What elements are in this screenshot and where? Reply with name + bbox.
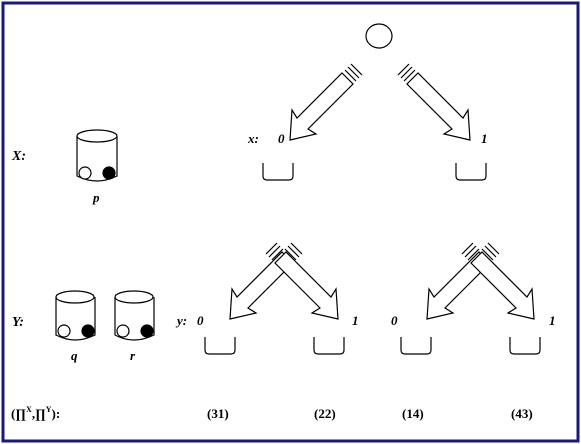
urn-r [114, 290, 155, 341]
white-ball-icon [116, 324, 130, 338]
leaf-basket-4-icon [509, 336, 541, 355]
black-ball-icon [140, 324, 154, 338]
x-node-prefix: x: [247, 131, 259, 146]
urn-label-p: p [92, 190, 100, 205]
row-label-x: X: [11, 149, 26, 164]
payoff-row-label: (∏X,∏Y): [11, 405, 60, 421]
payoff-leaf-2: (22) [314, 406, 336, 421]
leaf-basket-1-icon [204, 336, 236, 355]
x-left-basket-icon [262, 162, 294, 181]
y-left-subtree-right-arrow-icon [265, 242, 339, 320]
urn-label-q: q [71, 348, 78, 363]
urn-label-r: r [130, 348, 136, 363]
y-left-subtree-right-choice: 1 [352, 313, 359, 328]
root-node-icon [365, 23, 393, 49]
payoff-leaf-1: (31) [207, 406, 229, 421]
y-right-subtree-left-choice: 0 [391, 313, 398, 328]
black-ball-icon [81, 324, 95, 338]
payoff-leaf-4: (43) [511, 406, 533, 421]
row-label-y: Y: [12, 315, 24, 330]
y-left-subtree-left-choice: 0 [197, 313, 204, 328]
black-ball-icon [102, 166, 116, 180]
y-right-subtree-right-choice: 1 [549, 313, 556, 328]
urn-q [55, 290, 96, 341]
x-left-arrow-icon [289, 63, 363, 141]
y-node-prefix: y: [175, 313, 187, 328]
white-ball-icon [78, 166, 92, 180]
y-left-subtree-left-arrow-icon [229, 242, 303, 320]
leaf-basket-2-icon [313, 336, 345, 355]
white-ball-icon [57, 324, 71, 338]
x-right-arrow-icon [397, 63, 471, 141]
leaf-basket-3-icon [400, 336, 432, 355]
x-left-choice: 0 [278, 131, 285, 146]
x-right-choice: 1 [481, 131, 488, 146]
urn-p [76, 129, 118, 182]
payoff-leaf-3: (14) [402, 406, 424, 421]
x-right-basket-icon [455, 162, 487, 181]
